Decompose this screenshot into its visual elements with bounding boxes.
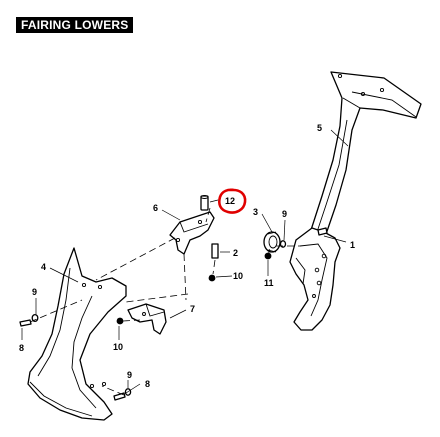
callout-9-bottom: 9: [127, 370, 132, 380]
spacer: [200, 195, 209, 211]
callout-5: 5: [317, 123, 322, 133]
fasteners: [19, 227, 328, 401]
mounting-bracket: [169, 211, 215, 255]
callout-8-left: 8: [19, 343, 24, 353]
fairing-lower-shell: [27, 247, 127, 421]
callout-10-lower: 10: [113, 342, 123, 352]
lower-panel: [289, 227, 341, 331]
inner-fairing-panel: [310, 71, 422, 253]
callout-9-right: 9: [282, 209, 287, 219]
callout-3: 3: [253, 207, 258, 217]
callout-7: 7: [190, 304, 195, 314]
callout-12: 12: [225, 196, 235, 206]
callout-6: 6: [153, 203, 158, 213]
highlight-circle: [217, 188, 247, 214]
small-bracket: [127, 303, 167, 335]
callout-9-left: 9: [32, 287, 37, 297]
callout-4: 4: [41, 262, 46, 272]
callout-2: 2: [233, 248, 238, 258]
callout-10-upper: 10: [233, 271, 243, 281]
grommet: [263, 231, 281, 253]
diagram-title: FAIRING LOWERS: [16, 17, 134, 33]
leader-lines: [21, 129, 349, 394]
callouts: 1 2 3 4 5 6 7 8 8 9 9 9 10 10 11 12: [19, 123, 355, 389]
callout-11: 11: [264, 278, 274, 288]
assembly-lines: [29, 207, 300, 396]
callout-1: 1: [350, 240, 355, 250]
callout-8-bottom: 8: [145, 379, 150, 389]
